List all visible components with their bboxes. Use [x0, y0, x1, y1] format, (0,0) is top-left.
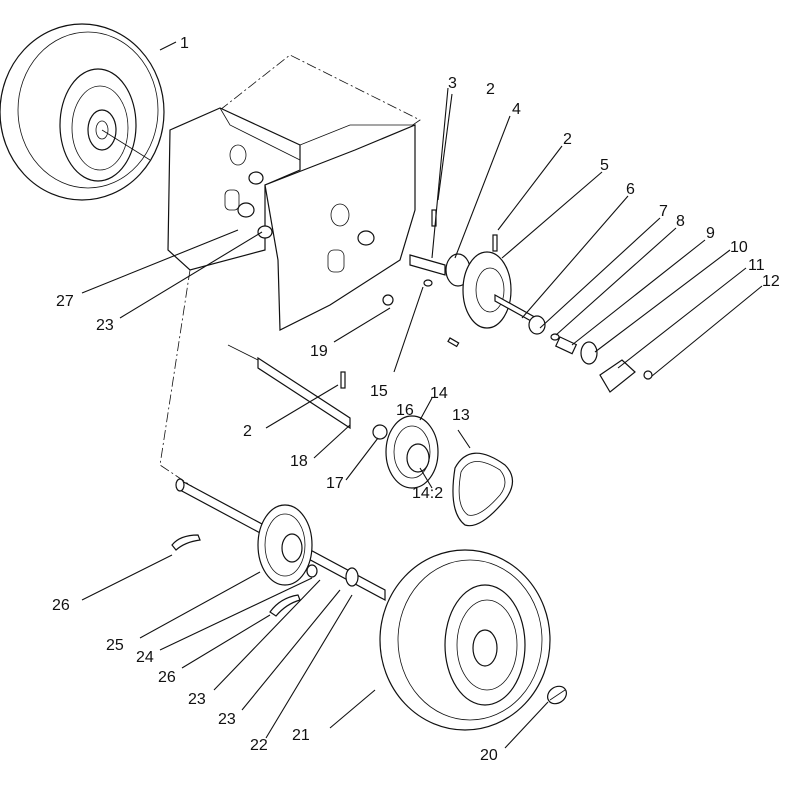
callout-19: 19 [310, 343, 328, 360]
callout-14: 14 [430, 385, 448, 402]
callout-23: 23 [188, 691, 206, 708]
callout-2: 2 [486, 81, 495, 98]
callout-1: 1 [180, 35, 189, 52]
callout-22: 22 [250, 737, 268, 754]
callout-25: 25 [106, 637, 124, 654]
leader-lines [81, 41, 763, 749]
callout-10: 10 [730, 239, 748, 256]
frame [167, 54, 421, 331]
callout-24: 24 [136, 649, 154, 666]
callout-12: 12 [762, 273, 780, 290]
callout-9: 9 [706, 225, 715, 242]
callout-7: 7 [659, 203, 668, 220]
callout-23: 23 [218, 711, 236, 728]
callout-3: 3 [448, 75, 457, 92]
callout-2: 2 [563, 131, 572, 148]
sprocket-small [385, 415, 439, 489]
callout-21: 21 [292, 727, 310, 744]
callout-23: 23 [96, 317, 114, 334]
callout-27: 27 [56, 293, 74, 310]
callout-13: 13 [452, 407, 470, 424]
callout-18: 18 [290, 453, 308, 470]
wheel-left [0, 23, 165, 201]
callout-14-2: 14:2 [412, 485, 443, 502]
upper-shaft [257, 356, 388, 440]
callout-labels: 1 2 2 2 3 4 5 6 7 8 9 10 11 12 13 14 14:… [52, 35, 780, 764]
drive-assembly [409, 209, 653, 393]
callout-26: 26 [52, 597, 70, 614]
wheel-right [379, 549, 551, 731]
callout-15: 15 [370, 383, 388, 400]
callout-4: 4 [512, 101, 521, 118]
callout-16: 16 [396, 402, 414, 419]
callout-26: 26 [158, 669, 176, 686]
callout-11: 11 [748, 257, 765, 274]
gear-large [257, 504, 313, 586]
callout-17: 17 [326, 475, 344, 492]
callout-20: 20 [480, 747, 498, 764]
callout-5: 5 [600, 157, 609, 174]
callout-6: 6 [626, 181, 635, 198]
callout-8: 8 [676, 213, 685, 230]
callout-2: 2 [243, 423, 252, 440]
hairpin-left [171, 534, 201, 551]
chain [452, 452, 514, 527]
washer-upper [257, 225, 273, 239]
